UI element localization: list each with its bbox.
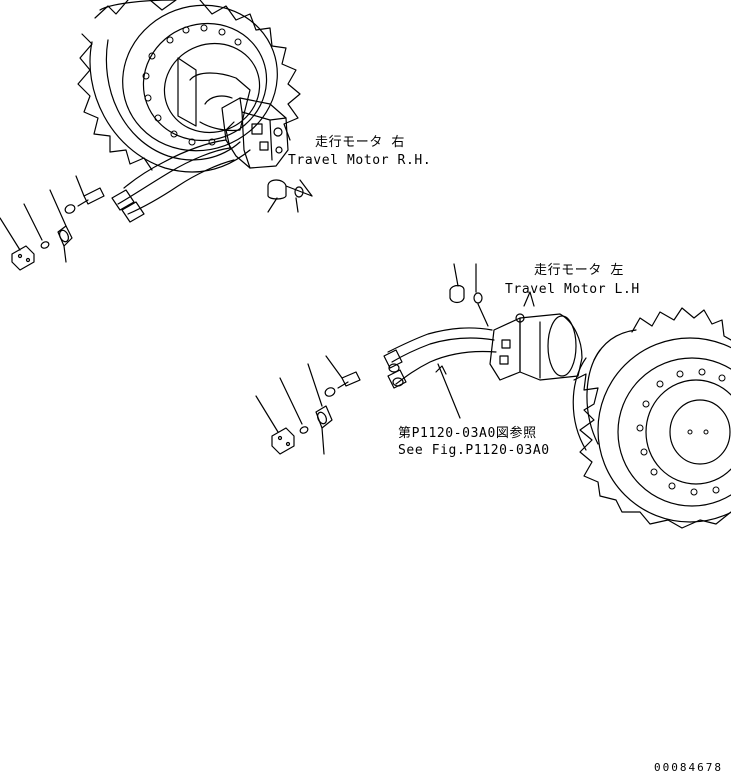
right-hose-2 <box>127 159 235 215</box>
right-plug <box>267 179 287 200</box>
left-plug <box>449 284 465 304</box>
left-cover-plate <box>271 427 295 455</box>
right-split-flange <box>57 225 73 247</box>
left-hub-bolts <box>636 368 726 496</box>
left-split-flange <box>315 405 333 429</box>
label-travel-motor-rh-jp: 走行モータ 右 <box>315 135 406 150</box>
label-reference-jp: 第P1120-03A0図参照 <box>398 426 537 441</box>
left-sprocket-teeth <box>573 307 731 529</box>
right-sprocket-teeth <box>77 0 301 171</box>
left-washer <box>324 387 336 397</box>
right-travel-motor-assembly <box>0 0 313 271</box>
left-motor-body <box>519 313 583 381</box>
drawing-code: 00084678 <box>654 761 723 774</box>
left-hose-2 <box>395 350 497 385</box>
right-motor-block <box>221 97 289 169</box>
right-hose-1 <box>117 147 231 205</box>
label-travel-motor-lh-en: Travel Motor L.H <box>505 282 640 297</box>
left-hose-1 <box>391 337 495 363</box>
right-hub-bolts <box>142 24 242 146</box>
left-travel-motor-assembly <box>255 263 731 529</box>
label-reference-en: See Fig.P1120-03A0 <box>398 443 550 458</box>
right-bolt <box>83 187 105 205</box>
right-cover-plate <box>11 245 35 271</box>
label-travel-motor-lh-jp: 走行モータ 左 <box>534 263 625 278</box>
label-travel-motor-rh-en: Travel Motor R.H. <box>288 153 432 168</box>
right-washer <box>64 204 76 214</box>
